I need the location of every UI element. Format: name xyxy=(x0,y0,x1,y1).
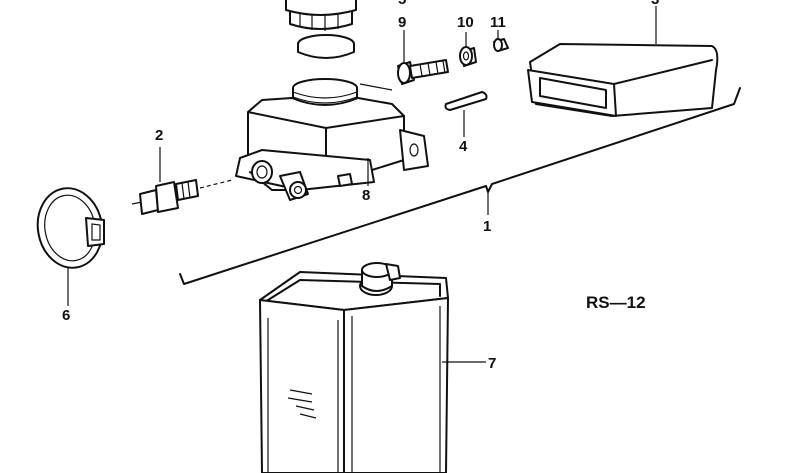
callout-5: 5 xyxy=(398,0,406,8)
bushing xyxy=(459,46,477,67)
reservoir-cap xyxy=(285,0,357,31)
pin xyxy=(444,91,488,111)
switch-axis-line xyxy=(199,179,233,189)
leader-lines xyxy=(67,6,657,363)
callout-8: 8 xyxy=(362,187,370,204)
callout-11: 11 xyxy=(490,14,506,31)
master-cylinder xyxy=(235,78,429,201)
callout-1: 1 xyxy=(483,218,491,235)
rubber-sleeve xyxy=(527,43,719,117)
warning-switch xyxy=(131,179,199,215)
callout-6: 6 xyxy=(62,307,70,324)
callout-7: 7 xyxy=(488,355,496,372)
callout-2: 2 xyxy=(155,127,163,144)
callout-4: 4 xyxy=(459,138,468,155)
callout-10: 10 xyxy=(457,14,474,31)
callout-3: 3 xyxy=(651,0,659,8)
diagram-code: RS—12 xyxy=(586,293,646,312)
fluid-can xyxy=(259,262,449,473)
cap-seal xyxy=(297,34,355,59)
screw xyxy=(397,59,449,85)
callout-9: 9 xyxy=(398,14,406,31)
hose-clamp xyxy=(36,187,105,269)
small-nut xyxy=(493,38,509,52)
